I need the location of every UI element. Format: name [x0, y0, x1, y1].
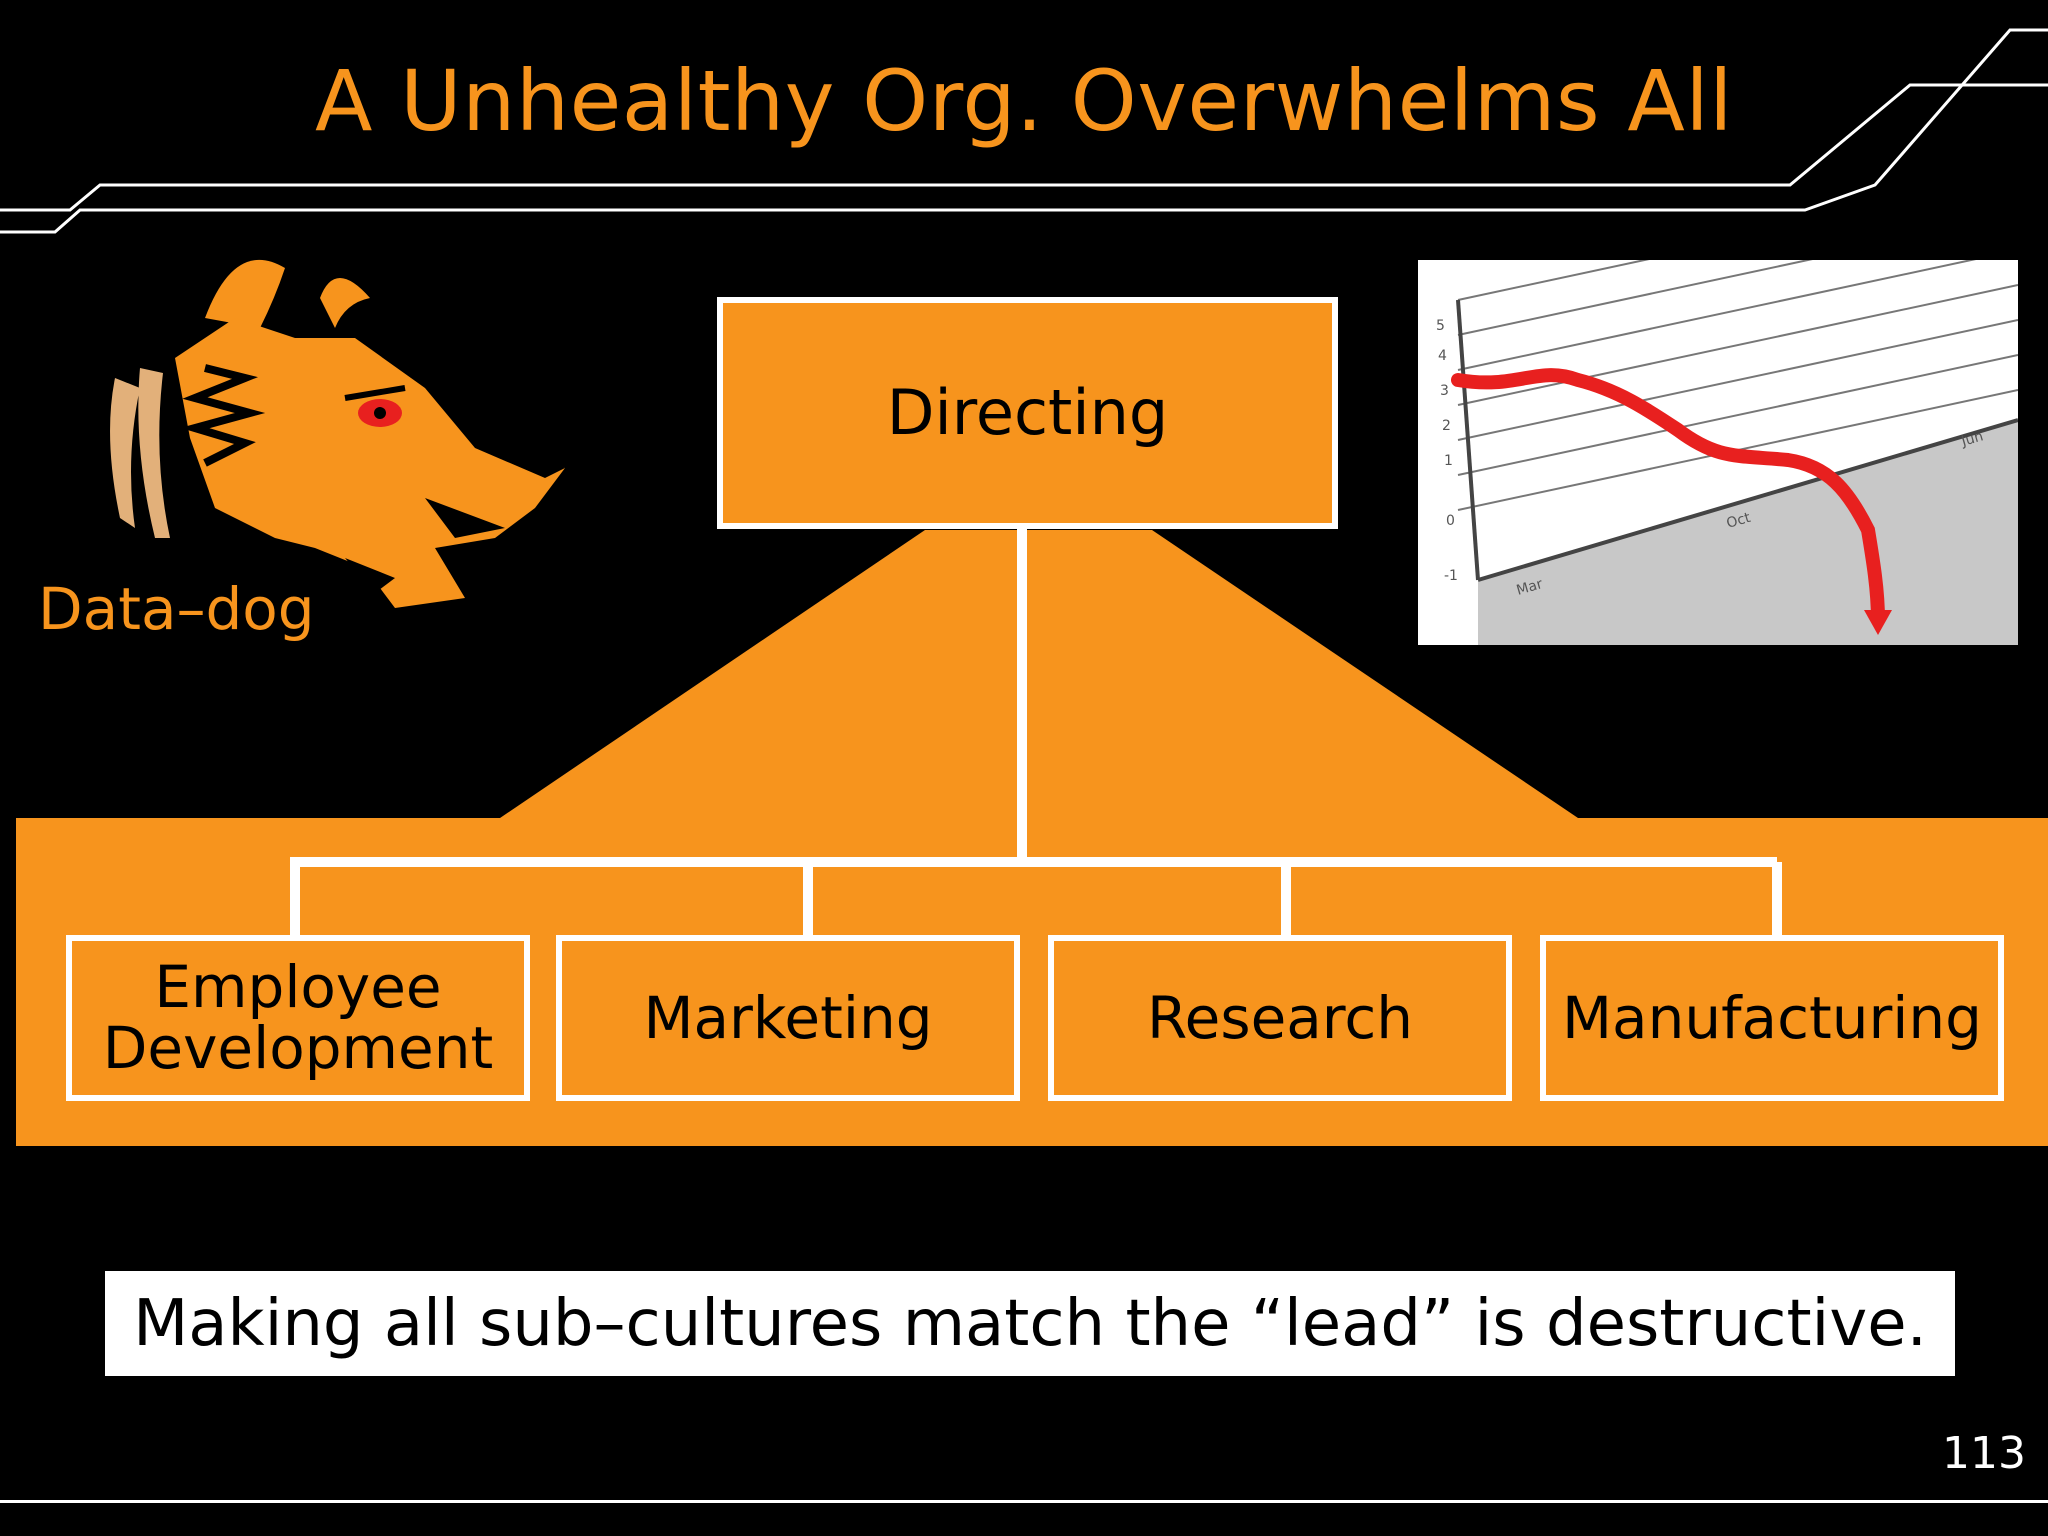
dog-clipart [110, 259, 565, 608]
x-tick: Mar [1515, 576, 1545, 599]
x-tick: Jun [1959, 428, 1985, 450]
declining-trend-line [1451, 368, 1885, 627]
y-tick: 1 [1444, 453, 1453, 469]
dog-label: Data–dog [38, 575, 315, 643]
decorative-lines [0, 28, 2048, 234]
y-tick: 5 [1436, 318, 1445, 334]
y-tick: 4 [1438, 348, 1447, 364]
bottom-divider [0, 1500, 2048, 1503]
y-tick: -1 [1444, 568, 1458, 584]
x-tick: Oct [1725, 510, 1753, 532]
y-tick: 2 [1442, 418, 1451, 434]
x-tick-labels: Mar Oct Jun [1515, 428, 1985, 598]
page-number: 113 [1942, 1428, 2026, 1479]
footer-callout: Making all sub–cultures match the “lead”… [105, 1271, 1955, 1376]
org-box-directing: Directing [717, 297, 1338, 529]
y-tick-labels: 5 4 3 2 1 0 -1 [1436, 318, 1458, 584]
org-box-research: Research [1048, 935, 1512, 1101]
y-tick: 0 [1446, 513, 1455, 529]
y-tick: 3 [1440, 383, 1449, 399]
org-box-marketing: Marketing [556, 935, 1020, 1101]
declining-chart-image: 5 4 3 2 1 0 -1 Mar Oct Jun [1418, 260, 2018, 645]
org-box-employee-development: Employee Development [66, 935, 530, 1101]
org-box-manufacturing: Manufacturing [1540, 935, 2004, 1101]
slide-title: A Unhealthy Org. Overwhelms All [314, 52, 1734, 150]
